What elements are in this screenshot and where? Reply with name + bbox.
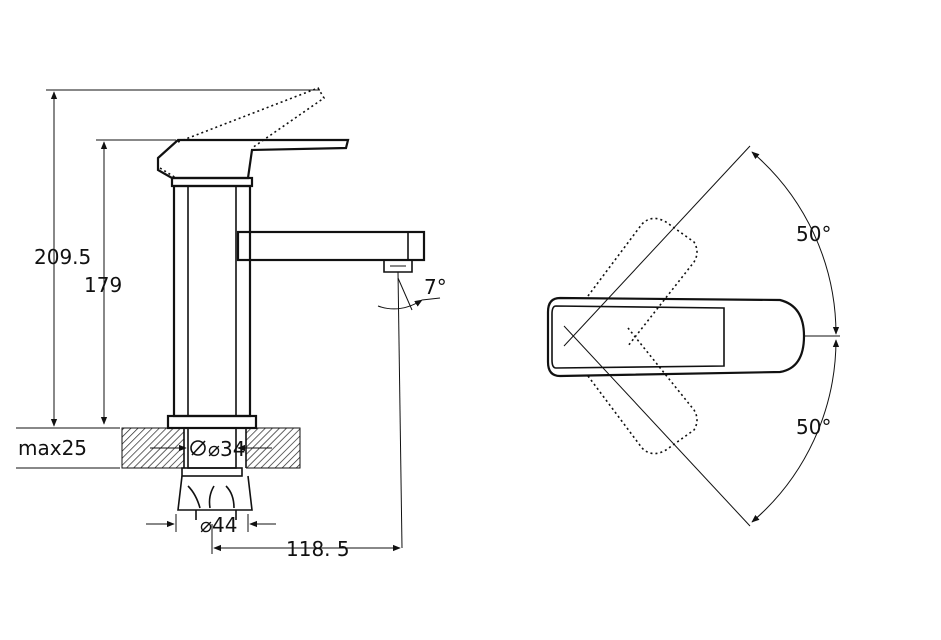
dim-max-deck: max25	[16, 427, 120, 469]
dim-spout-angle: 7°	[377, 271, 447, 549]
dim-body-height: 179	[84, 139, 176, 425]
lever-handle	[156, 87, 350, 180]
rotation-up-label: 50°	[796, 222, 831, 246]
handle-rotated-up	[587, 217, 698, 347]
rotation-down-label: 50°	[796, 415, 831, 439]
dim-total-height: 209.5	[34, 89, 320, 429]
max-deck-label: max25	[18, 436, 87, 460]
top-view: 50° 50°	[546, 145, 840, 527]
faucet-body	[166, 176, 258, 430]
handle-center-position	[546, 296, 806, 378]
mount-diameter-label: ⌀34	[208, 437, 246, 461]
spout-angle-label: 7°	[424, 275, 447, 299]
angle-construction	[563, 145, 840, 527]
side-view: 209.5 179 7° max25 ⌀34	[16, 87, 447, 561]
spout-reach-label: 118. 5	[286, 537, 350, 561]
dim-mount-diameter: ⌀34	[150, 437, 272, 461]
base-diameter-label: ⌀44	[200, 513, 238, 537]
handle-rotated-down	[587, 327, 698, 455]
dim-base-diameter: ⌀44	[146, 513, 276, 537]
body-height-label: 179	[84, 273, 122, 297]
spout	[236, 230, 426, 273]
mounting-shank	[177, 427, 253, 511]
hose-connectors	[195, 510, 237, 520]
total-height-label: 209.5	[34, 245, 91, 269]
dim-spout-reach: 118. 5	[211, 524, 401, 561]
